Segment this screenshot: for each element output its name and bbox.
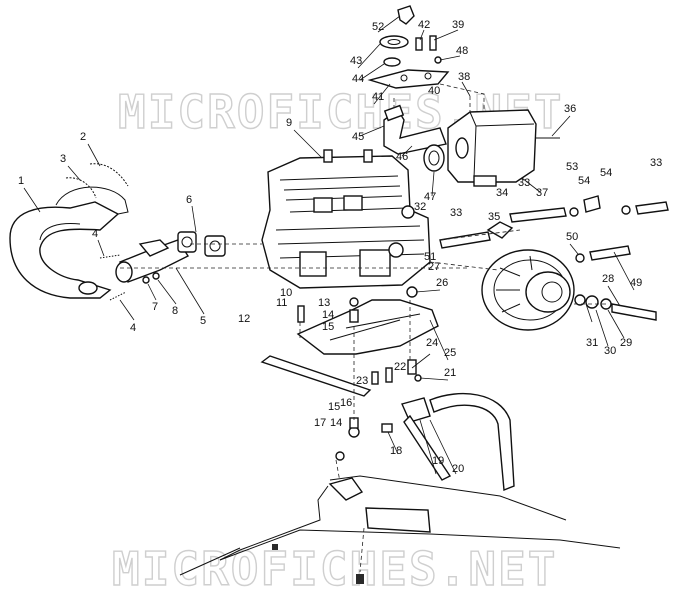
- rubber-boot-47: [423, 144, 445, 172]
- callout-46: 46: [396, 151, 408, 163]
- callout-7: 7: [152, 301, 158, 313]
- exhaust-pipe: [9, 186, 129, 299]
- callout-44: 44: [352, 73, 364, 85]
- engine-block: [261, 149, 431, 289]
- callout-10: 10: [280, 287, 292, 299]
- nut-7: [142, 276, 150, 284]
- callout-15: 15: [322, 321, 334, 333]
- leader-lines: [23, 15, 635, 475]
- watermark-bottom: MICROFICHES.NET: [112, 542, 557, 596]
- callout-40: 40: [428, 85, 440, 97]
- mount-bracket: [401, 392, 515, 491]
- callout-49: 49: [630, 277, 642, 289]
- bolt-18: [381, 423, 393, 433]
- spring-4-lower: [109, 291, 127, 301]
- callout-2: 2: [80, 131, 86, 143]
- callout-16: 16: [340, 397, 352, 409]
- callout-54a: 54: [578, 175, 590, 187]
- callout-45: 45: [352, 131, 364, 143]
- callout-23: 23: [356, 375, 368, 387]
- callout-30: 30: [604, 345, 616, 357]
- callout-39: 39: [452, 19, 464, 31]
- bolt-11: [297, 305, 305, 323]
- callout-41: 41: [372, 91, 384, 103]
- hose-assemblies: [439, 195, 669, 263]
- callout-4b: 4: [130, 322, 136, 334]
- callout-51: 51: [424, 251, 436, 263]
- callout-24: 24: [426, 337, 438, 349]
- washer-31: [574, 294, 586, 306]
- callout-38: 38: [458, 71, 470, 83]
- exhaust-spring-3: [65, 177, 97, 199]
- washer-30: [585, 295, 599, 309]
- callout-32: 32: [414, 201, 426, 213]
- callout-14: 14: [322, 309, 334, 321]
- washer-8: [152, 272, 160, 280]
- callout-8: 8: [172, 305, 178, 317]
- callout-52: 52: [372, 21, 384, 33]
- chassis-frame: [179, 475, 621, 584]
- callout-22: 22: [394, 361, 406, 373]
- callout-36: 36: [564, 103, 576, 115]
- intake-silencer: [447, 109, 537, 187]
- spring-4-upper: [99, 254, 121, 259]
- callout-37: 37: [536, 187, 548, 199]
- engine-mount-plate: [296, 299, 439, 355]
- callout-47: 47: [424, 191, 436, 203]
- callout-50: 50: [566, 231, 578, 243]
- callout-6: 6: [186, 194, 192, 206]
- bolt-22: [385, 367, 393, 383]
- callout-35: 35: [488, 211, 500, 223]
- callout-54b: 54: [600, 167, 612, 179]
- callout-25: 25: [444, 347, 456, 359]
- callout-34: 34: [496, 187, 508, 199]
- exhaust-manifold: [115, 239, 190, 283]
- bolt-23: [371, 371, 379, 385]
- callout-11: 11: [276, 297, 287, 309]
- washer-14: [349, 297, 359, 307]
- strap-12: [260, 355, 372, 397]
- callout-33a: 33: [450, 207, 462, 219]
- callout-33b: 33: [518, 177, 530, 189]
- nut-26: [406, 286, 418, 298]
- callout-12: 12: [238, 313, 250, 325]
- alignment-lines: [120, 83, 606, 573]
- callout-43: 43: [350, 55, 362, 67]
- callout-31: 31: [586, 337, 598, 349]
- callout-13: 13: [318, 297, 330, 309]
- gasket-6: [177, 231, 226, 257]
- mount-15: [349, 309, 359, 323]
- callout-53: 53: [566, 161, 578, 173]
- nut-17: [335, 451, 345, 461]
- callout-28: 28: [602, 273, 614, 285]
- callout-42: 42: [418, 19, 430, 31]
- callout-1: 1: [18, 175, 24, 187]
- callout-19: 19: [432, 455, 444, 467]
- callout-9: 9: [286, 117, 292, 129]
- callout-14b: 14: [330, 417, 342, 429]
- bolt-24: [407, 359, 417, 375]
- callout-3: 3: [60, 153, 66, 165]
- callout-29: 29: [620, 337, 632, 349]
- callout-21: 21: [444, 367, 456, 379]
- intake-elbow: [383, 104, 447, 155]
- bolt-28: [611, 303, 657, 321]
- callout-27: 27: [428, 261, 440, 273]
- callout-4a: 4: [92, 228, 98, 240]
- callout-18: 18: [390, 445, 402, 457]
- callout-17: 17: [314, 417, 326, 429]
- callout-15b: 15: [328, 401, 340, 413]
- air-horn-assembly: [367, 5, 450, 89]
- callout-48: 48: [456, 45, 468, 57]
- callout-33c: 33: [650, 157, 662, 169]
- exhaust-spring-2: [89, 163, 129, 187]
- callout-5: 5: [200, 315, 206, 327]
- callout-labels: 1 2 3 4 4 5 6 7 8 9 10 11 12 13 14 15 14…: [18, 19, 662, 475]
- callout-26: 26: [436, 277, 448, 289]
- drive-clutch: [481, 249, 575, 331]
